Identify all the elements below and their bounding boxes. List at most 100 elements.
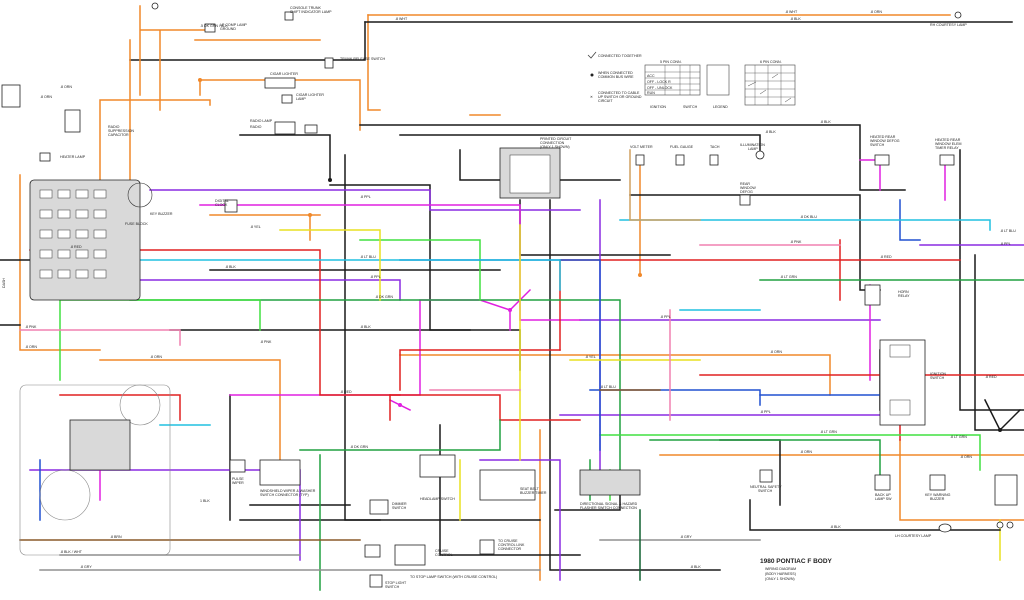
rear-window-defog (739, 194, 751, 206)
wire-labels: .8 WHT .8 ORN .8 WHT .8 BLK .8 BLK .8 BL… (25, 10, 1016, 569)
wire-label-44: .8 RED (985, 375, 997, 379)
wire-label-41: .8 ORN (25, 345, 37, 349)
radio-supp-label-3: CAPACITOR (108, 133, 129, 137)
wire-green-2 (299, 419, 501, 451)
wire-label-45: .8 LT GRN (950, 435, 967, 439)
wire-label-30: .8 BLK / WHT (60, 550, 83, 554)
wire-black-splice (983, 398, 1024, 432)
console-trunk-label-2: SHIFT INDICATOR LAMP (290, 10, 332, 14)
wire-red-2 (389, 394, 581, 421)
defogger-timer-relay (939, 154, 955, 166)
wire-purple-1 (149, 189, 581, 211)
wire-label-14: .8 LT BLU (600, 385, 616, 389)
wire-label-39: .8 RED (70, 245, 82, 249)
splices (198, 78, 1002, 432)
fuel-gauge-label: FUEL GAUGE (670, 145, 694, 149)
wire-orange-lower (99, 359, 281, 471)
wire-label-37: .5 DK GRN / BLK (200, 24, 228, 28)
legend-table1-title: 5 PIN CONN. (660, 60, 682, 64)
wire-green-1 (129, 299, 621, 471)
wire-label-35: .8 BLK (225, 265, 236, 269)
wire-green-5 (649, 439, 881, 481)
console-trunk-label: CONSOLE TRUNK (290, 6, 321, 10)
wire-red-4 (399, 349, 561, 391)
cruise-control-link (479, 539, 495, 555)
wire-label-26: .8 DK GRN (350, 445, 368, 449)
defogger-timer-label-3: TIMER RELAY (935, 146, 959, 150)
key-warning-buzzer (929, 474, 946, 491)
wire-purple-2 (69, 279, 401, 301)
legend-item-3c: CIRCUIT (598, 99, 613, 103)
console-trunk-lamp (284, 11, 294, 21)
wire-black-vertical (344, 154, 381, 521)
heated-rear-label-3: SWITCH (870, 143, 885, 147)
instrument-cluster (19, 384, 171, 556)
wire-orange-backup (899, 439, 1024, 521)
wire-orange-top-drop (367, 14, 381, 111)
wire-label-6: .8 BLK (765, 130, 776, 134)
legend-check-icon (587, 51, 597, 59)
legend-caption-3: LEGEND (713, 105, 728, 109)
diagram-title: 1980 PONTIAC F BODY (760, 558, 833, 565)
illumination-label: ILLUMINATION (740, 143, 765, 147)
volt-meter-label: VOLT METER (630, 145, 653, 149)
wire-label-16: .8 LT GRN (820, 430, 837, 434)
wire-label-23: .8 PNK (260, 340, 272, 344)
wire-label-12: .8 ORN (770, 350, 782, 354)
pulse-wiper (229, 459, 246, 473)
heater-lamp-label: HEATER LAMP (60, 155, 86, 159)
lh-courtesy-lamp (938, 523, 952, 533)
heated-rear-switch (874, 154, 890, 166)
dimmer-label-2: SWITCH (392, 506, 407, 510)
tachometer (39, 469, 91, 521)
wire-label-42: .8 LT BLU (1000, 229, 1016, 233)
tach (709, 154, 719, 166)
dimmer-switch (369, 499, 389, 515)
wires (0, 5, 1024, 591)
turn-signal-label: DIRECTIONAL SIGNAL & HAZARD (580, 502, 638, 506)
wire-label-15: .8 PPL (760, 410, 771, 414)
key-buzzer-label: KEY BUZZER (150, 212, 173, 216)
wire-tan-1 (629, 149, 701, 221)
key-warning-label: KEY WARNING (925, 493, 951, 497)
legend-row-off-unlock: OFF - UNLOCK (647, 86, 673, 90)
wire-lime-3 (599, 434, 981, 471)
defogger-timer-label-2: WINDOW ELEM (935, 142, 962, 146)
heated-rear-label-2: WINDOW DEFOG (870, 139, 900, 143)
connector-ring-2 (1006, 521, 1014, 529)
wire-black-right2 (974, 254, 1001, 431)
wire-label-4: .8 BLK (790, 17, 801, 21)
illumination-lamp (755, 150, 765, 160)
neutral-safety-switch (759, 469, 773, 483)
wire-label-29: .8 GRY (80, 565, 92, 569)
stop-light-label-2: SWITCH (385, 585, 400, 589)
printed-circuit-label: PRINTED CIRCUIT (540, 137, 572, 141)
dimmer-label: DIMMER (392, 502, 407, 506)
wire-lime-1 (59, 299, 261, 381)
fuse-block (29, 179, 141, 301)
wire-pink-1 (19, 329, 181, 346)
wire-label-27: 1 BLK (200, 499, 210, 503)
ignition-switch-top (889, 344, 911, 358)
neutral-switch-label: NEUTRAL SAFETY (750, 485, 782, 489)
wiper-label-2: SWITCH CONNECTOR (TYP) (260, 493, 309, 497)
legend-item-1: CONNECTED TOGETHER (598, 54, 642, 58)
trunk-release-label: TRUNK RELEASE SWITCH (340, 57, 386, 61)
wire-black-top-drop (129, 21, 366, 61)
wire-orange-far-left (19, 174, 101, 351)
cigar-lighter (264, 77, 296, 89)
radio-lamp-label: RADIO LAMP (250, 119, 273, 123)
stop-lamp-connector (364, 544, 381, 558)
wire-label-1: .8 WHT (785, 10, 798, 14)
radio-supp-label-2: SUPPRESSION (108, 129, 134, 133)
wire-gray-1 (39, 554, 541, 571)
wire-black-3 (549, 199, 721, 571)
seat-belt-buzzer (479, 469, 536, 501)
speedometer (119, 384, 161, 426)
wire-label-36: .8 ORN (40, 95, 52, 99)
lp-comp-label: LP COMP LAMP (220, 23, 247, 27)
wire-label-7: .8 DK BLU (800, 215, 817, 219)
wire-label-31: .8 GRY (680, 535, 692, 539)
legend-table2-title: 6 PIN CONN. (760, 60, 782, 64)
